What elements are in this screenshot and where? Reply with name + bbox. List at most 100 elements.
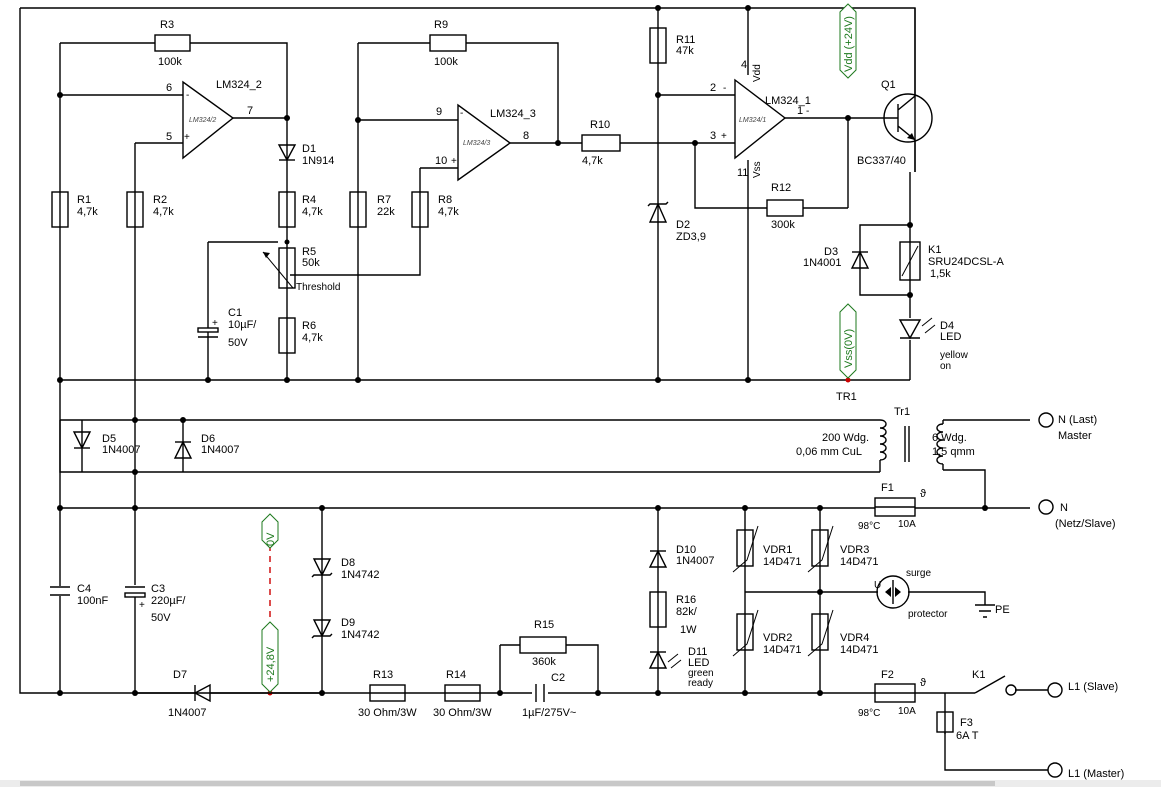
svg-text:82k/: 82k/	[676, 606, 698, 618]
svg-text:(Netz/Slave): (Netz/Slave)	[1055, 518, 1116, 530]
svg-text:6A T: 6A T	[956, 730, 979, 742]
svg-text:D8: D8	[341, 557, 355, 569]
resistor-r2: R2 4,7k	[126, 191, 174, 228]
svg-text:100k: 100k	[158, 56, 182, 68]
svg-text:Tr1: Tr1	[894, 406, 910, 418]
transistor-q1: Q1 BC337/40	[857, 8, 933, 172]
svg-text:3: 3	[710, 130, 716, 142]
net-label-vdd: Vdd (+24V)	[839, 3, 857, 79]
svg-text:SRU24DCSL-A: SRU24DCSL-A	[928, 256, 1004, 268]
varistor-vdr2: VDR2 14D471	[732, 609, 802, 657]
svg-text:R7: R7	[377, 194, 391, 206]
resistor-r11: R11 47k	[649, 27, 695, 64]
svg-text:30 Ohm/3W: 30 Ohm/3W	[433, 707, 492, 719]
capacitor-c1: + C1 10µF/ 50V	[197, 307, 257, 349]
svg-text:R14: R14	[446, 669, 466, 681]
svg-text:F3: F3	[960, 717, 973, 729]
resistor-r10: R10 4,7k	[581, 119, 621, 167]
svg-text:22k: 22k	[377, 206, 395, 218]
resistor-r9: R9 100k	[429, 19, 467, 68]
svg-text:6 Wdg.: 6 Wdg.	[932, 432, 967, 444]
svg-text:yellow: yellow	[940, 350, 969, 361]
capacitor-c3: + C3 220µF/ 50V	[124, 583, 186, 624]
svg-text:R11: R11	[676, 34, 695, 46]
svg-text:11: 11	[737, 167, 748, 179]
svg-text:Vdd (+24V): Vdd (+24V)	[843, 16, 855, 72]
svg-text:N (Last): N (Last)	[1058, 414, 1097, 426]
svg-text:C2: C2	[551, 672, 565, 684]
svg-text:LM324/3: LM324/3	[463, 140, 490, 147]
svg-text:0,06 mm CuL: 0,06 mm CuL	[796, 446, 862, 458]
svg-text:1N4001: 1N4001	[803, 257, 842, 269]
net-label-24v8: +24,8V	[261, 621, 279, 693]
svg-text:6: 6	[166, 82, 172, 94]
svg-text:ready: ready	[688, 678, 713, 689]
svg-text:98°C: 98°C	[858, 521, 880, 532]
varistor-vdr4: VDR4 14D471	[807, 609, 879, 657]
terminal-l1-slave: L1 (Slave)	[1047, 681, 1118, 698]
svg-text:R9: R9	[434, 19, 448, 31]
svg-text:Master: Master	[1058, 430, 1092, 442]
svg-text:-: -	[460, 108, 463, 119]
svg-text:30 Ohm/3W: 30 Ohm/3W	[358, 707, 417, 719]
svg-text:14D471: 14D471	[840, 556, 879, 568]
resistor-r3: R3 100k	[154, 19, 191, 68]
opamp-lm324-3: 9 10 -+ 8 LM324/3 LM324_3	[435, 103, 536, 182]
terminal-n-netz: N (Netz/Slave)	[1038, 499, 1116, 530]
svg-text:+: +	[139, 600, 145, 611]
svg-text:U: U	[874, 580, 881, 591]
transformer-tr1: Tr1 200 Wdg. 0,06 mm CuL 6 Wdg. 1,5 qmm	[796, 406, 975, 472]
opamp-lm324-1: 2 3 -+ 1- LM324/1 LM324_1 4 11 Vdd Vss	[710, 59, 811, 179]
svg-text:D1: D1	[302, 143, 316, 155]
resistor-r8: R8 4,7k	[411, 191, 459, 228]
svg-text:Vdd: Vdd	[752, 64, 763, 82]
svg-text:LED: LED	[940, 331, 961, 343]
svg-text:0V: 0V	[265, 532, 277, 546]
svg-text:VDR2: VDR2	[763, 632, 792, 644]
svg-text:1W: 1W	[680, 624, 697, 636]
svg-text:7: 7	[247, 105, 253, 117]
svg-text:4,7k: 4,7k	[153, 206, 174, 218]
zener-d9: D9 1N4742	[311, 617, 380, 641]
svg-text:ϑ: ϑ	[920, 677, 926, 689]
svg-text:R13: R13	[373, 669, 393, 681]
svg-text:LED: LED	[688, 657, 709, 669]
svg-text:D11: D11	[688, 646, 707, 658]
svg-text:1N4007: 1N4007	[201, 444, 240, 456]
resistor-r4: R4 4,7k	[278, 191, 323, 228]
svg-text:D6: D6	[201, 433, 215, 445]
svg-text:Vss: Vss	[752, 161, 763, 178]
svg-text:C1: C1	[228, 307, 242, 319]
scrollbar-thumb[interactable]	[20, 781, 995, 786]
svg-text:4,7k: 4,7k	[77, 206, 98, 218]
svg-text:8: 8	[523, 130, 529, 142]
svg-text:4,7k: 4,7k	[582, 155, 603, 167]
svg-text:D10: D10	[676, 544, 696, 556]
potentiometer-r5: R5 50k Threshold	[262, 246, 340, 293]
svg-text:LM324_1: LM324_1	[765, 95, 811, 107]
svg-text:200 Wdg.: 200 Wdg.	[822, 432, 869, 444]
svg-text:-: -	[723, 83, 726, 94]
svg-text:+: +	[184, 132, 190, 143]
svg-text:LM324_3: LM324_3	[490, 108, 536, 120]
resistor-r16: R16 82k/ 1W	[649, 591, 698, 636]
svg-text:R12: R12	[771, 182, 791, 194]
svg-text:L1 (Slave): L1 (Slave)	[1068, 681, 1118, 693]
svg-text:R6: R6	[302, 320, 316, 332]
diode-d3: D3 1N4001	[803, 246, 870, 269]
diode-d7: D7 1N4007	[135, 669, 322, 719]
resistor-r6: R6 4,7k	[278, 317, 323, 354]
led-d4: D4 LED yellow on	[898, 317, 969, 372]
resistor-r15: R15 360k	[519, 619, 567, 668]
svg-text:14D471: 14D471	[763, 644, 802, 656]
svg-text:+: +	[451, 156, 457, 167]
svg-text:98°C: 98°C	[858, 708, 880, 719]
zener-d8: D8 1N4742	[311, 557, 380, 581]
svg-text:1N4007: 1N4007	[676, 555, 715, 567]
net-label-0v: 0V	[261, 513, 279, 549]
svg-text:on: on	[940, 361, 951, 372]
svg-text:F2: F2	[881, 669, 894, 681]
varistor-vdr1: VDR1 14D471	[732, 525, 802, 573]
svg-text:D9: D9	[341, 617, 355, 629]
svg-text:F1: F1	[881, 482, 894, 494]
